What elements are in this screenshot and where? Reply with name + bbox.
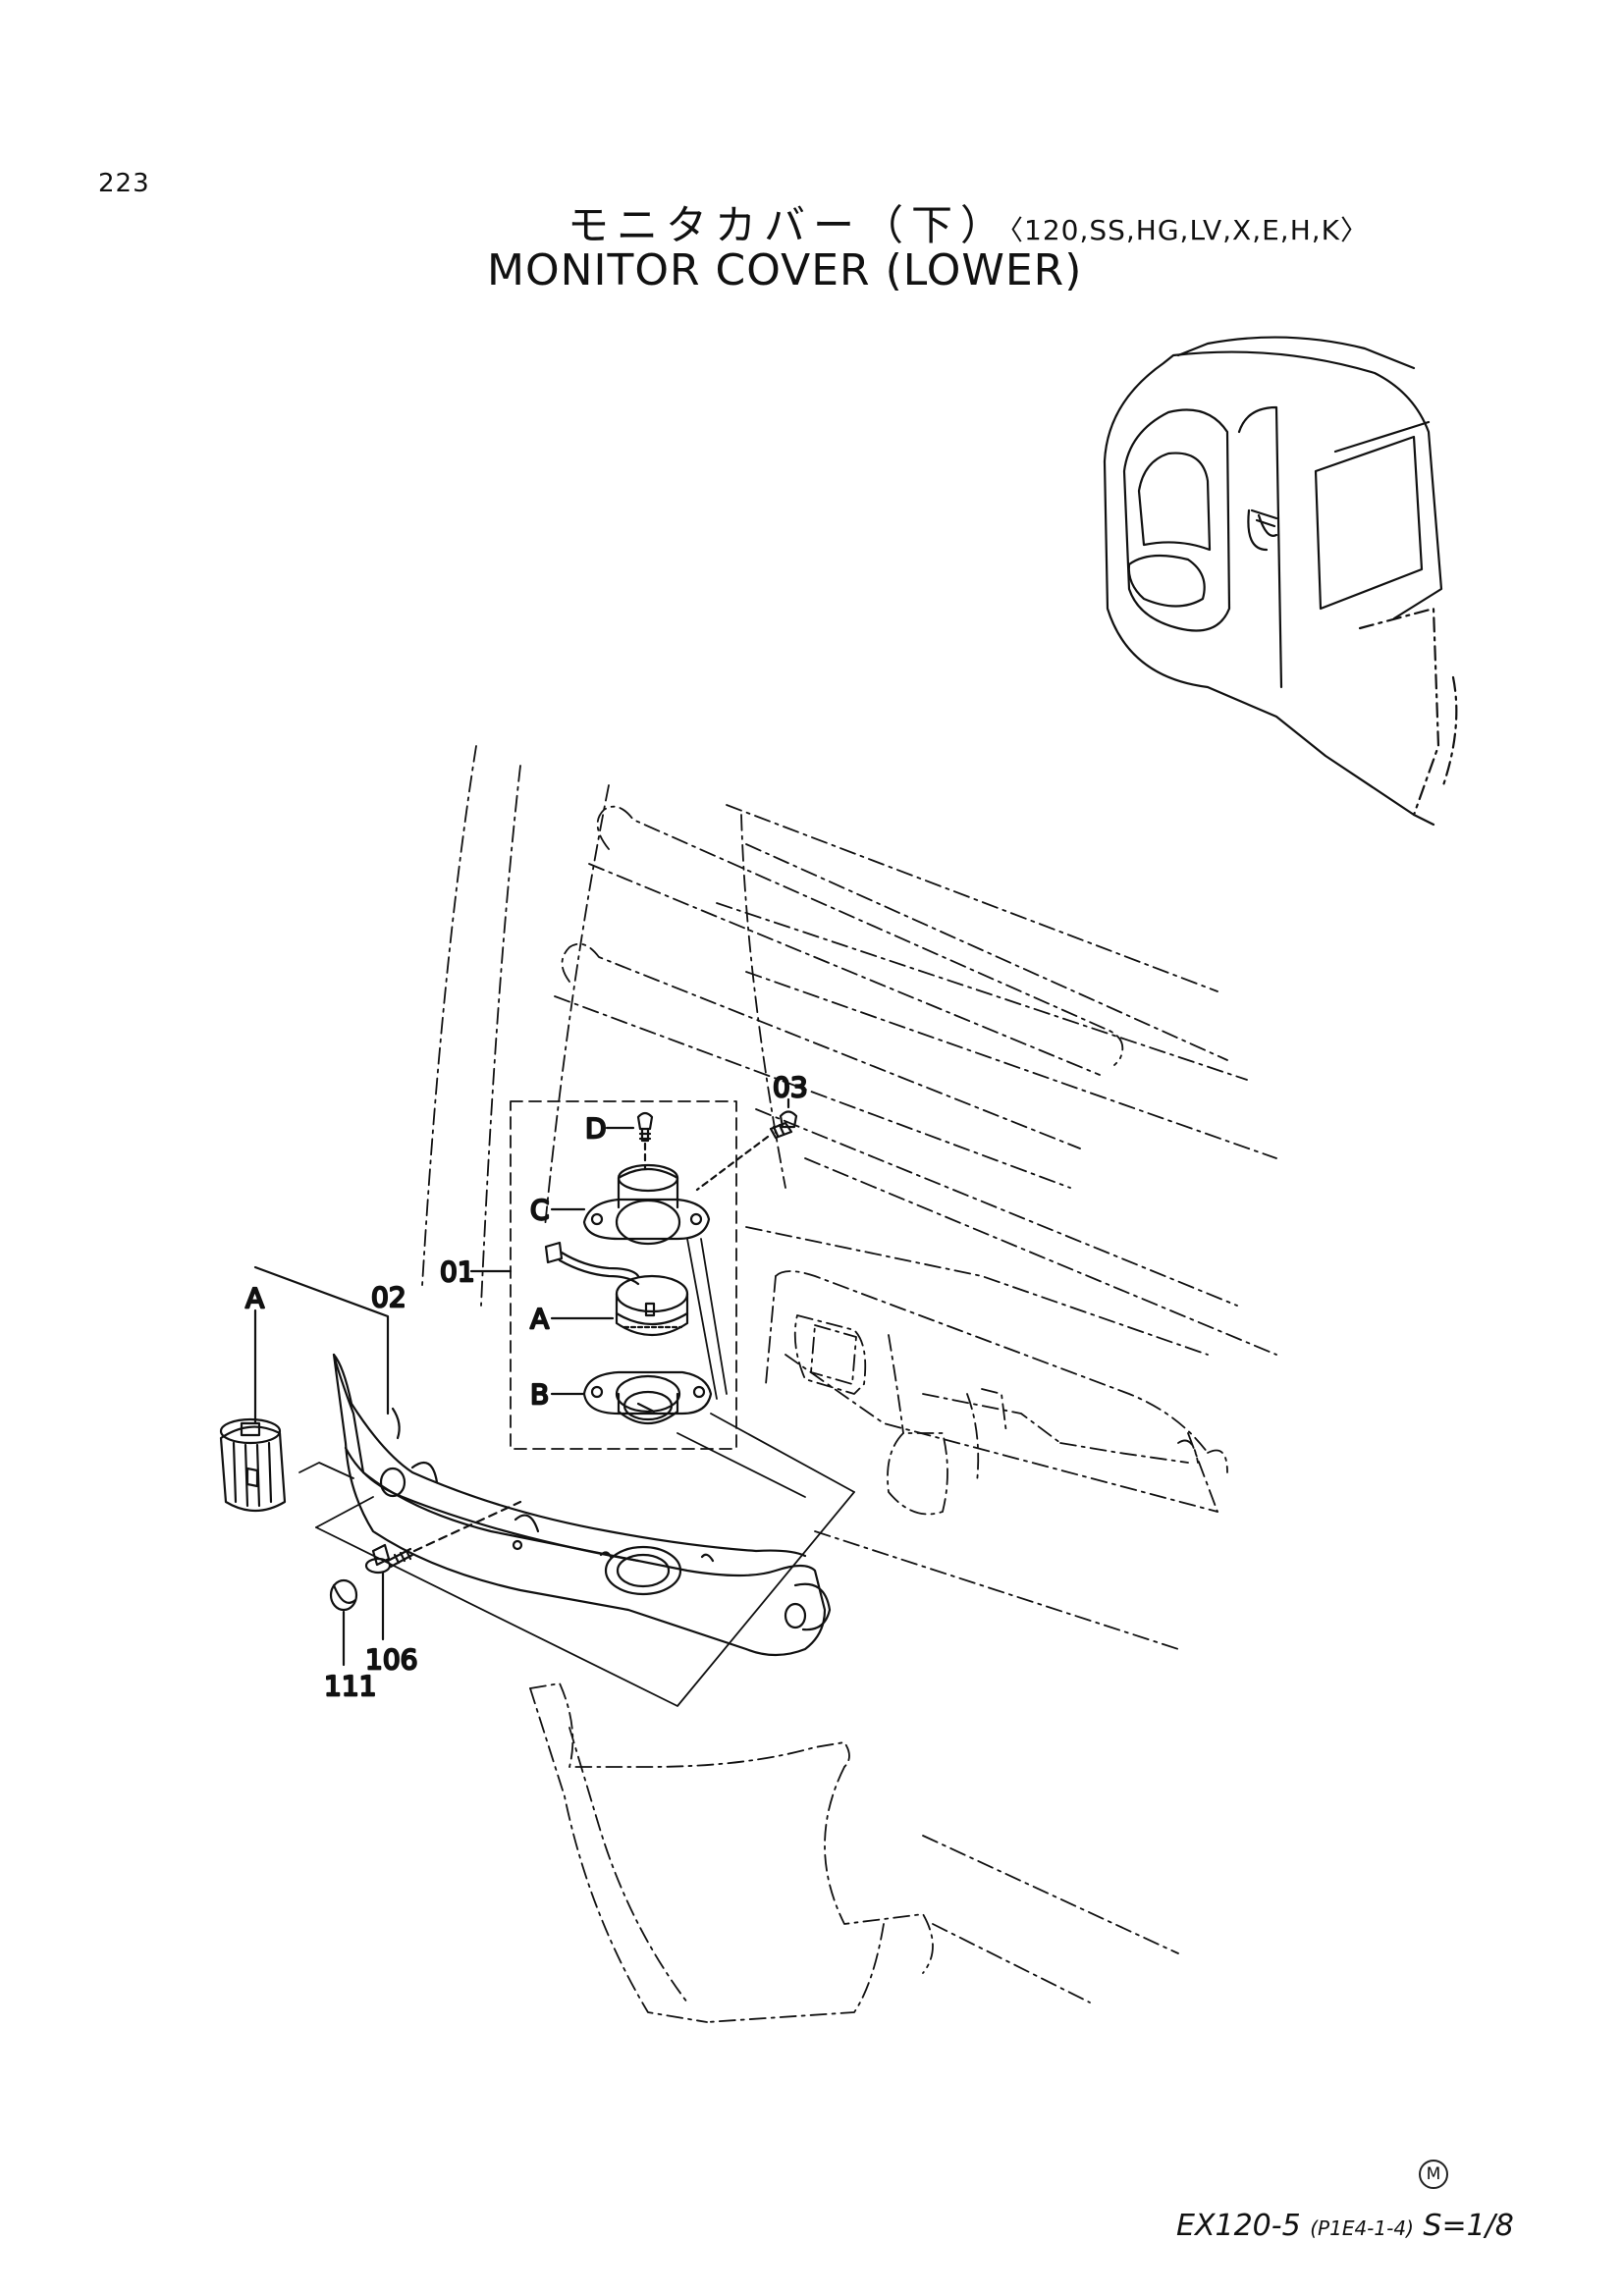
- footer-scale: S=1/8: [1423, 2209, 1514, 2243]
- title-model-list: 〈120,SS,HG,LV,X,E,H,K〉: [1009, 214, 1370, 246]
- part-03-axis: [695, 1135, 770, 1192]
- part-b-to-cover-lines: [676, 1413, 855, 1498]
- title-english: MONITOR COVER (LOWER): [487, 245, 1083, 295]
- part-111-cap: [329, 1578, 358, 1612]
- cover-plane-edge: [315, 1496, 374, 1528]
- cab-reference-view: [1103, 336, 1458, 827]
- dashboard-context: [775, 1270, 1209, 1516]
- phantom-outline-lines: [421, 745, 1277, 2003]
- part-106-bolt: [364, 1543, 414, 1575]
- part-02-monitor-cover: [332, 1353, 832, 1657]
- title-japanese-text: モニタカバー（下）: [568, 201, 1010, 249]
- assembly-01-boundary: [510, 1100, 737, 1450]
- callout-111: 111: [324, 1670, 376, 1702]
- footer-model: EX120-5: [1176, 2209, 1301, 2243]
- callout-03: 03: [773, 1071, 808, 1103]
- callout-c: C: [530, 1194, 550, 1226]
- callout-a-inner: A: [530, 1303, 549, 1335]
- part-c-bracket: [582, 1163, 711, 1246]
- cover-mounting-plane: [298, 1462, 855, 1707]
- part-d-screw: [636, 1111, 654, 1143]
- m-mark: M: [1419, 2160, 1448, 2189]
- grab-rail-context: [554, 805, 1124, 1189]
- callout-106: 106: [365, 1643, 417, 1676]
- footer-reference: EX120-5 (P1E4-1-4) S=1/8: [1176, 2209, 1514, 2243]
- footer-code: (P1E4-1-4): [1310, 2216, 1414, 2240]
- part-b-bezel: [582, 1370, 713, 1424]
- callout-b: B: [530, 1378, 549, 1411]
- part-02-leader: [253, 1265, 390, 1415]
- callout-02: 02: [371, 1281, 406, 1313]
- callout-a-outer: A: [245, 1282, 264, 1314]
- callout-d: D: [585, 1112, 607, 1145]
- part-106-axis: [412, 1500, 522, 1553]
- part-a-monitor: [544, 1241, 689, 1337]
- title-japanese: モニタカバー（下）〈120,SS,HG,LV,X,E,H,K〉: [568, 192, 1369, 252]
- page-number: 223: [98, 169, 150, 198]
- part-03-screw: [769, 1110, 798, 1140]
- lower-panel-context: [529, 1682, 934, 2023]
- part-a-outer-grommet: [219, 1417, 287, 1512]
- callout-01: 01: [440, 1255, 475, 1288]
- assembly-alignment-lines: [686, 1238, 728, 1400]
